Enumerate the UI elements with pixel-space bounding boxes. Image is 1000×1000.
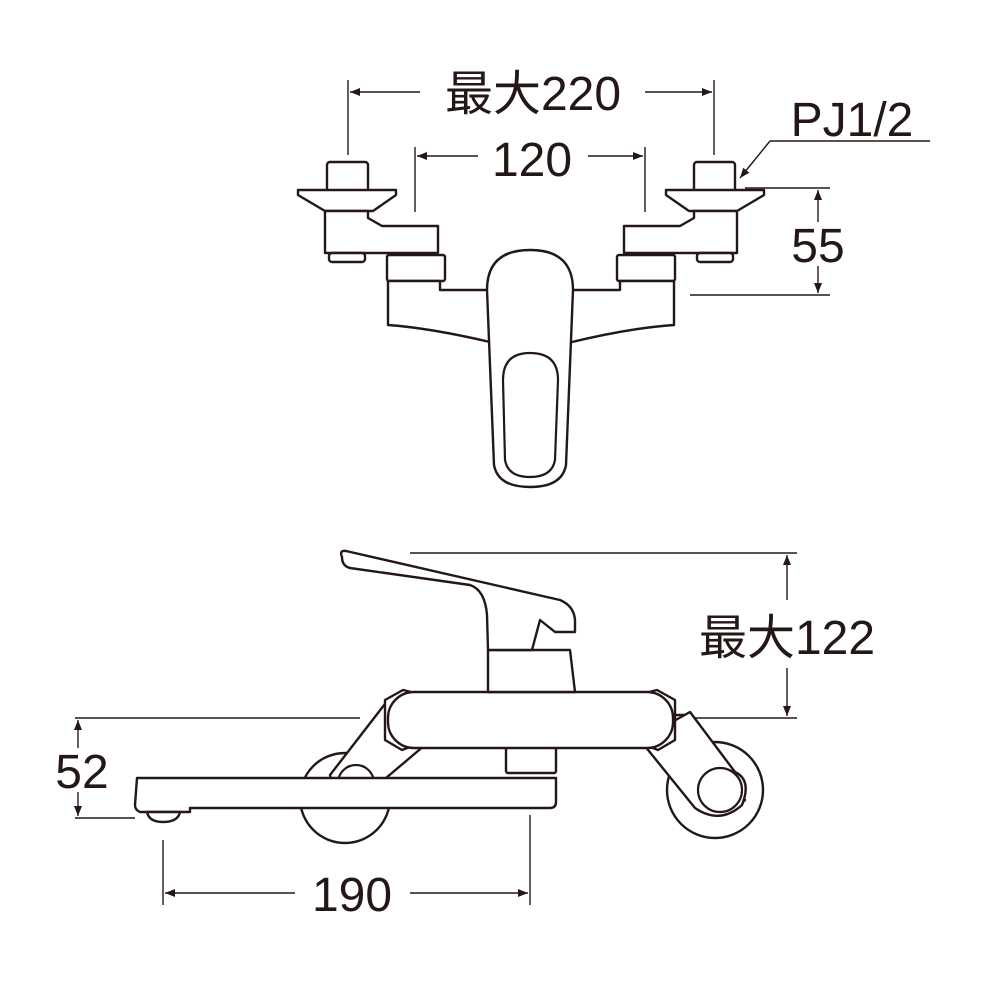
spout-length-label: 190	[312, 869, 392, 922]
center-width-dimension: 120	[414, 134, 646, 212]
faucet-side-outline	[133, 549, 765, 845]
aerator	[145, 810, 182, 824]
faucet-top-outline	[296, 160, 766, 489]
right-inlet	[615, 160, 766, 283]
max-width-label: 最大220	[445, 68, 621, 121]
side-view: 最大122 52 190	[55, 549, 875, 922]
body-cylinder	[386, 690, 675, 750]
center-width-label: 120	[492, 134, 572, 187]
max-height-dimension: 最大122	[410, 552, 875, 719]
connection-label: PJ1/2	[791, 94, 914, 147]
left-inlet	[296, 160, 447, 283]
depth-label: 55	[791, 220, 844, 273]
spout	[133, 776, 558, 814]
depth-dimension: 55	[690, 187, 845, 296]
connection-callout: PJ1/2	[739, 94, 930, 179]
handle-top	[485, 248, 575, 489]
handle-grip-oval	[501, 351, 560, 479]
valve-column	[486, 648, 577, 694]
spout-height-dimension: 52	[55, 717, 360, 819]
max-width-dimension: 最大220	[347, 68, 715, 155]
max-height-label: 最大122	[699, 612, 875, 665]
side-lever-handle	[339, 549, 577, 652]
spout-height-label: 52	[55, 746, 108, 799]
top-view: 最大220 120 PJ1/2 55	[296, 68, 930, 489]
spout-length-dimension: 190	[162, 815, 531, 922]
